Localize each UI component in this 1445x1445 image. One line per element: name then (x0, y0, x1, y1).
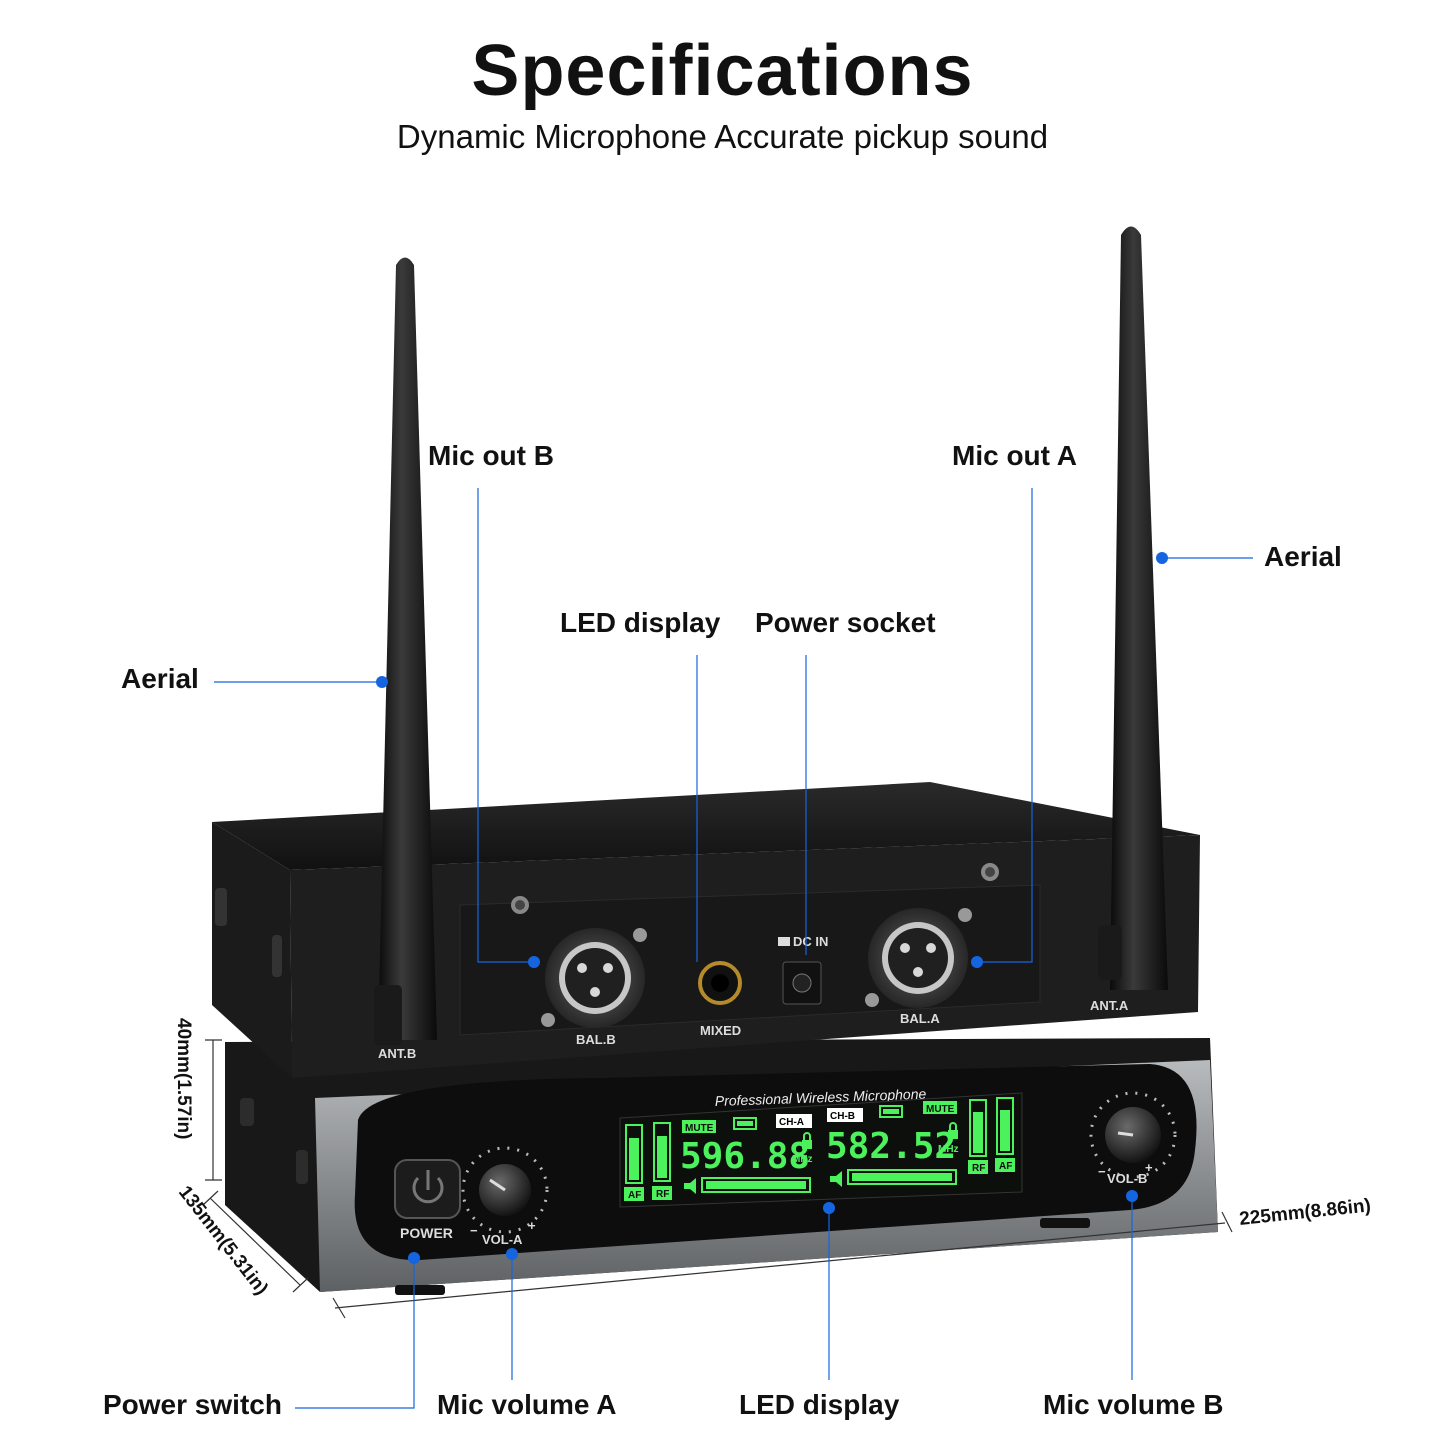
battery-icon (879, 1105, 903, 1118)
dim-width: 225mm(8.86in) (1238, 1195, 1371, 1230)
vol-a-knob (461, 1146, 549, 1234)
mute-a-label: MUTE (685, 1123, 714, 1134)
freq-b: 582.52 (826, 1126, 956, 1167)
ch-b-label: CH-B (830, 1111, 855, 1122)
callout-power-socket: Power socket (755, 607, 936, 638)
bal-b-label: BAL.B (576, 1032, 616, 1047)
vol-b-minus: − (1098, 1164, 1106, 1179)
callout-mic-out-a: Mic out A (952, 440, 1077, 471)
mhz-a-label: MHz (792, 1154, 813, 1165)
speaker-icon (684, 1178, 696, 1194)
vol-b-knob (1089, 1091, 1177, 1179)
callout-led-display-top: LED display (560, 607, 721, 638)
freq-a: 596.88 (680, 1136, 810, 1177)
bal-a-label: BAL.A (900, 1011, 940, 1026)
upper-receiver: ANT.B BAL.B MIXED DC IN BAL.A ANT.A (212, 782, 1200, 1078)
callout-dots (376, 552, 1168, 1264)
ant-b-label: ANT.B (378, 1046, 416, 1061)
vol-a-label: VOL-A (482, 1232, 523, 1247)
ant-a-label: ANT.A (1090, 998, 1129, 1013)
dimension-lines (202, 1039, 1233, 1319)
lock-icon (948, 1122, 958, 1139)
dc-plug-icon (778, 937, 790, 946)
page-subtitle: Dynamic Microphone Accurate pickup sound (396, 118, 1049, 155)
callout-mic-volume-b: Mic volume B (1043, 1389, 1224, 1420)
lcd-display: AF RF MUTE CH-A 596.88 MHz CH-B MUTE 582… (619, 1092, 1023, 1208)
callout-aerial-right: Aerial (1264, 541, 1342, 572)
callout-aerial-left: Aerial (121, 663, 199, 694)
vol-b-plus: + (1145, 1160, 1153, 1175)
dim-height: 40mm(1.57in) (173, 1018, 194, 1139)
antenna-left (374, 257, 437, 1045)
callout-mic-out-b: Mic out B (428, 440, 554, 471)
vol-a-plus: + (528, 1218, 536, 1233)
mhz-b-label: MHz (938, 1144, 959, 1155)
speaker-icon (830, 1171, 842, 1187)
vol-b-label: VOL-B (1107, 1171, 1147, 1186)
rf-left-label: RF (656, 1189, 669, 1200)
rf-right-label: RF (972, 1163, 985, 1174)
dc-in-label: DC IN (793, 934, 828, 949)
af-right-label: AF (999, 1161, 1012, 1172)
af-left-label: AF (628, 1190, 641, 1201)
callout-led-display-bottom: LED display (739, 1389, 900, 1420)
battery-icon (733, 1117, 757, 1130)
page-title: Specifications (471, 31, 974, 111)
power-label: POWER (400, 1225, 453, 1241)
callout-power-switch: Power switch (103, 1389, 282, 1420)
ch-a-label: CH-A (779, 1117, 804, 1128)
vol-a-minus: − (470, 1223, 478, 1238)
mute-b-label: MUTE (926, 1104, 955, 1115)
lock-icon (802, 1132, 812, 1149)
mixed-label: MIXED (700, 1023, 741, 1038)
callout-mic-volume-a: Mic volume A (437, 1389, 617, 1420)
power-icon (412, 1170, 444, 1204)
antenna-right (1098, 226, 1168, 990)
callout-lines (214, 488, 1253, 1409)
power-button (394, 1159, 461, 1219)
